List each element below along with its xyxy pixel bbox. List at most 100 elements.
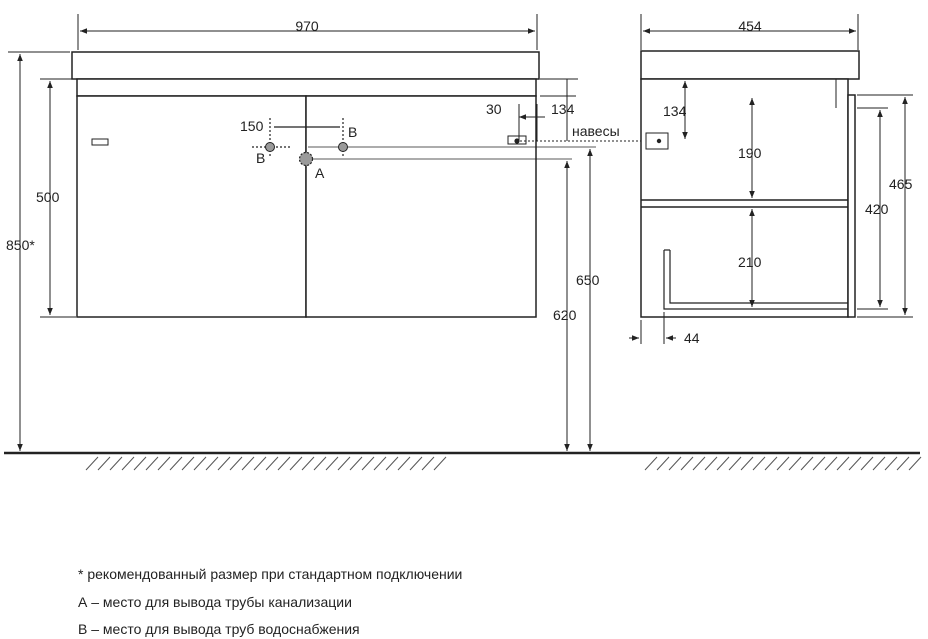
hatch-stroke: [656, 456, 670, 471]
hatch-stroke: [265, 456, 279, 471]
hatch-stroke: [409, 456, 423, 471]
front-hanger-drop-label: 134: [551, 101, 575, 117]
hatch-stroke: [241, 456, 255, 471]
hatch-stroke: [872, 456, 886, 471]
hatch-stroke: [788, 456, 802, 471]
hatch-stroke: [896, 456, 910, 471]
hatch-stroke: [884, 456, 898, 471]
hatch-stroke: [301, 456, 315, 471]
label-b-left: B: [256, 150, 265, 166]
floor-to-hangers-label: 650: [576, 272, 600, 288]
hatch-stroke: [776, 456, 790, 471]
floor-hatch-right: [644, 456, 922, 471]
dim-side-offset: [629, 312, 676, 344]
dim-inner-height: [857, 107, 888, 310]
hatch-stroke: [181, 456, 195, 471]
dim-outer-height: [857, 94, 913, 318]
hatch-stroke: [385, 456, 399, 471]
hanger-plate-side: [645, 132, 669, 150]
hatch-stroke: [205, 456, 219, 471]
hatch-stroke: [836, 456, 850, 471]
hatch-stroke: [253, 456, 267, 471]
side-countertop: [640, 50, 860, 80]
hatch-stroke: [397, 456, 411, 471]
hatch-stroke: [121, 456, 135, 471]
front-left-door: [76, 95, 307, 318]
front-view: [71, 51, 540, 318]
floor-to-body-label: 620: [553, 307, 577, 323]
dim-front-width: [77, 14, 538, 50]
hatch-stroke: [217, 456, 231, 471]
hatch-stroke: [752, 456, 766, 471]
supply-spacing-label: 150: [240, 118, 264, 134]
hatch-stroke: [860, 456, 874, 471]
hatch-stroke: [361, 456, 375, 471]
hanger-plate-front: [507, 135, 527, 145]
hatch-stroke: [157, 456, 171, 471]
supply-outlet-right-icon: [338, 142, 348, 152]
note-recommended: * рекомендованный размер при стандартном…: [78, 566, 463, 582]
supply-outlet-left-icon: [265, 142, 275, 152]
upper-section-label: 190: [738, 145, 762, 161]
side-offset-label: 44: [684, 330, 700, 346]
side-view: [640, 50, 860, 318]
total-height-label: 850*: [6, 237, 35, 253]
hatch-stroke: [716, 456, 730, 471]
front-right-door: [305, 95, 537, 318]
hatch-stroke: [764, 456, 778, 471]
inner-height-label: 420: [865, 201, 889, 217]
side-depth-label: 454: [738, 18, 762, 34]
hangers-label: навесы: [572, 123, 620, 139]
front-countertop: [71, 51, 540, 80]
hatch-stroke: [644, 456, 658, 471]
dim-body-height: [40, 78, 76, 318]
floor-hatch-left: [85, 456, 447, 471]
hatch-stroke: [668, 456, 682, 471]
hatch-stroke: [812, 456, 826, 471]
front-top-strip: [76, 78, 537, 97]
side-hanger-point-icon: [656, 138, 662, 144]
hanger-point-icon: [514, 138, 520, 144]
hatch-stroke: [848, 456, 862, 471]
body-height-label: 500: [36, 189, 60, 205]
hatch-stroke: [289, 456, 303, 471]
hatch-stroke: [433, 456, 447, 471]
dim-floor-to-body: [540, 95, 576, 451]
label-a: A: [315, 165, 325, 181]
side-body: [640, 78, 849, 318]
hatch-stroke: [421, 456, 435, 471]
dim-front-hanger: [518, 78, 578, 141]
hatch-stroke: [325, 456, 339, 471]
dim-total-height: [8, 51, 70, 451]
label-b-right: B: [348, 124, 357, 140]
hatch-stroke: [97, 456, 111, 471]
hatch-stroke: [740, 456, 754, 471]
drawer-bracket: [663, 250, 848, 310]
hatch-stroke: [908, 456, 922, 471]
hatch-stroke: [680, 456, 694, 471]
side-back-panel: [847, 94, 856, 318]
hatch-stroke: [824, 456, 838, 471]
hatch-stroke: [193, 456, 207, 471]
lower-section-label: 210: [738, 254, 762, 270]
outer-height-label: 465: [889, 176, 913, 192]
hatch-stroke: [313, 456, 327, 471]
hatch-stroke: [728, 456, 742, 471]
hatch-stroke: [169, 456, 183, 471]
hatch-stroke: [277, 456, 291, 471]
hatch-stroke: [800, 456, 814, 471]
note-point-a: А – место для вывода трубы канализации: [78, 594, 352, 610]
hatch-stroke: [145, 456, 159, 471]
hatch-stroke: [337, 456, 351, 471]
hatch-stroke: [373, 456, 387, 471]
hatch-stroke: [229, 456, 243, 471]
front-hanger-offset-label: 30: [486, 101, 502, 117]
hatch-stroke: [109, 456, 123, 471]
drain-outlet-icon: [298, 151, 314, 167]
front-width-label: 970: [295, 18, 319, 34]
hatch-stroke: [704, 456, 718, 471]
hatch-stroke: [692, 456, 706, 471]
door-handle: [91, 138, 109, 146]
note-point-b: В – место для вывода труб водоснабжения: [78, 621, 360, 637]
